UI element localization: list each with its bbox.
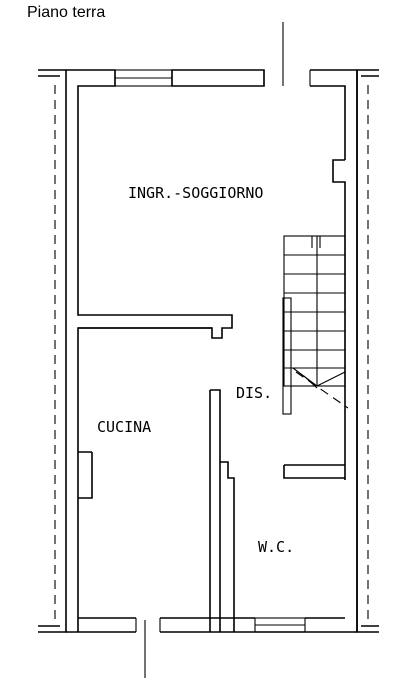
- wc-partition: [283, 464, 345, 479]
- insulation-lines: [54, 85, 369, 622]
- stair-handrail: [282, 297, 292, 415]
- room-label-corridor: DIS.: [236, 384, 272, 402]
- staircase: [282, 235, 349, 415]
- kitchen-partition: [77, 300, 233, 632]
- room-label-living: INGR.-SOGGIORNO: [128, 184, 263, 202]
- room-label-kitchen: CUCINA: [97, 418, 151, 436]
- floor-title: Piano terra: [27, 4, 106, 21]
- top-wall: [66, 22, 357, 300]
- corridor-wall: [209, 389, 235, 632]
- room-label-wc: W.C.: [258, 538, 294, 556]
- outer-walls: [38, 69, 379, 633]
- bottom-wall: [66, 617, 357, 678]
